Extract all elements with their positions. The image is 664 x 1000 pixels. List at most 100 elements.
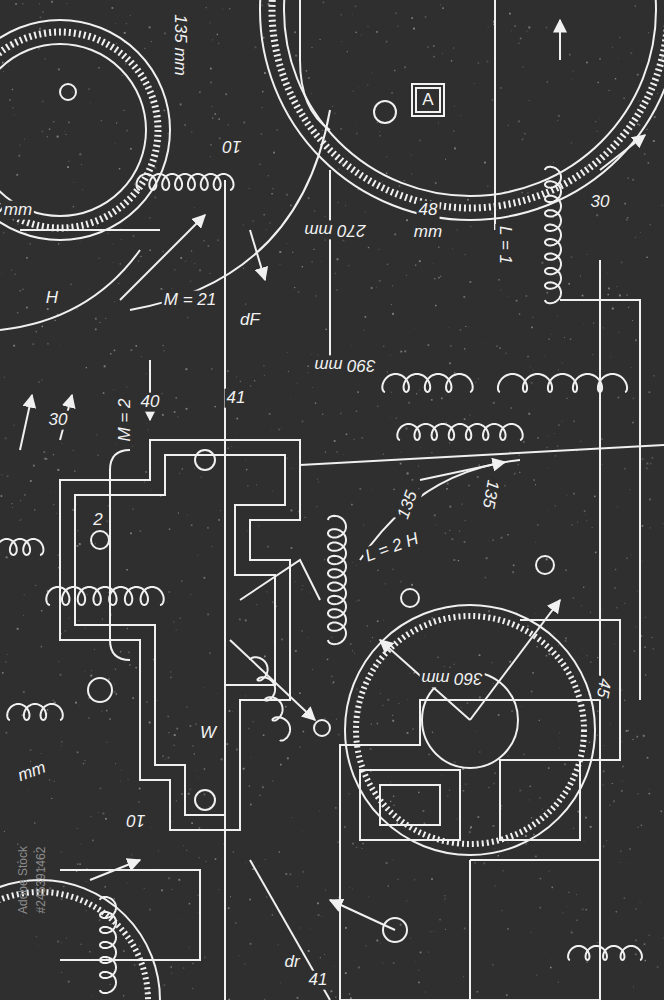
speck [557,445,559,447]
speck [422,707,423,708]
speck [44,58,46,60]
speck [228,907,230,909]
speck [454,147,456,149]
dimension-label: dF [238,311,262,330]
speck [485,577,487,579]
speck [586,520,588,522]
speck [114,683,116,685]
speck [192,963,193,964]
speck [132,509,133,510]
speck [19,290,21,292]
speck [333,681,334,682]
speck [423,810,425,812]
speck [191,250,192,251]
speck [470,826,472,828]
speck [199,827,200,828]
speck [415,264,416,265]
speck [493,402,495,404]
speck [174,269,175,270]
speck [103,392,105,394]
speck [435,524,437,526]
speck [479,752,480,753]
speck [189,789,191,791]
speck [388,885,389,886]
speck [474,862,475,863]
speck [442,105,444,107]
speck [566,398,567,399]
speck [432,263,434,265]
speck [585,817,587,819]
speck [367,26,368,27]
speck [623,98,624,99]
speck [371,72,373,74]
speck [22,916,24,918]
speck [335,807,337,809]
speck [561,226,563,228]
speck [76,871,77,872]
speck [132,697,134,699]
speck [292,252,293,253]
speck [243,122,245,124]
speck [628,730,629,731]
speck [33,465,35,467]
speck [79,153,81,155]
speck [628,307,629,308]
speck [556,274,558,276]
speck [176,728,178,730]
speck [205,860,207,862]
speck [227,370,228,371]
speck [26,257,28,259]
speck [606,840,607,841]
gear-outline [401,589,419,607]
speck [612,47,614,49]
speck [607,271,609,273]
speck [470,226,472,228]
speck [577,811,579,813]
speck [47,136,48,137]
speck [101,711,102,712]
speck [175,800,177,802]
speck [79,543,81,545]
speck [548,653,550,655]
speck [500,290,501,291]
speck [180,618,181,619]
speck [597,711,598,712]
dimension-arrow [470,600,560,720]
speck [229,8,230,9]
speck [68,981,70,983]
speck [126,882,128,884]
speck [5,437,7,439]
speck [170,677,171,678]
speck [235,922,236,923]
speck [331,714,333,716]
speck [390,801,391,802]
dimension-arrow [330,900,395,930]
speck [509,661,511,663]
speck [582,908,584,910]
speck [120,651,122,653]
speck [193,467,195,469]
speck [291,468,293,470]
speck [454,664,455,665]
speck [516,186,518,188]
speck [618,57,620,59]
speck [78,619,80,621]
speck [507,756,508,757]
speck [102,618,103,619]
speck [618,397,619,398]
speck [619,37,620,38]
speck [253,861,255,863]
speck [635,5,636,6]
speck [112,7,114,9]
dimension-label: 45 [592,675,614,701]
speck [657,93,659,95]
speck [12,507,14,509]
speck [183,845,185,847]
speck [580,275,581,276]
speck [602,625,604,627]
speck [433,56,435,58]
speck [387,264,388,265]
speck [547,435,549,437]
speck [290,873,292,875]
speck [406,219,408,221]
